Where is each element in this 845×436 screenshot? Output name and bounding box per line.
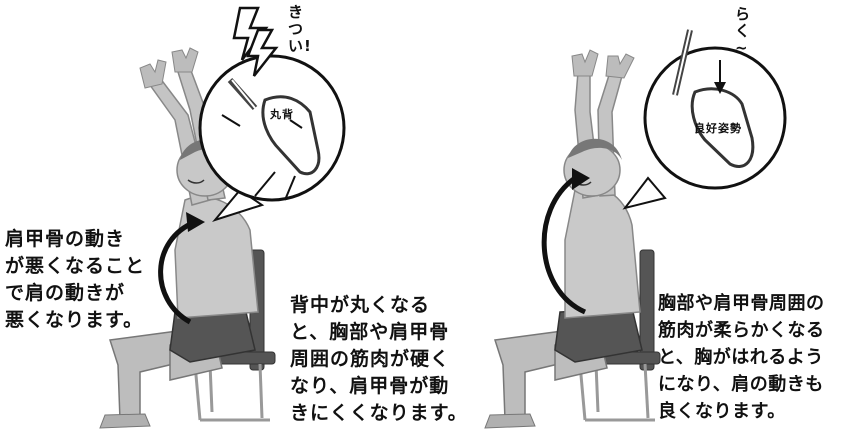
right-figure	[484, 29, 787, 429]
right-description-text: 胸部や肩甲骨周囲の 筋肉が柔らかくなる と、胸がはれるよう になり、肩の動きも …	[658, 293, 825, 422]
right-bubble	[622, 29, 787, 210]
left-rotation-arrow	[158, 219, 196, 325]
left-scapula-rounded	[261, 95, 321, 176]
left-callout-text: 肩甲骨の動き が悪くなること で肩の動きが 悪くなります。	[5, 228, 146, 331]
left-feet	[99, 413, 151, 429]
right-hands	[571, 49, 635, 79]
right-exclamation: らく~	[735, 5, 752, 57]
left-bubble	[198, 6, 346, 222]
right-bubble-label: 良好姿勢	[694, 122, 742, 135]
right-scapula-good	[690, 87, 755, 168]
left-description-text: 背中が丸くなる と、胸部や肩甲骨 周囲の筋肉が硬く なり、肩甲骨が動 きにくくな…	[290, 294, 468, 424]
left-bubble-label: 丸背	[270, 108, 294, 121]
right-rotation-arrow	[541, 175, 587, 315]
left-exclamation: きつい!	[288, 3, 312, 55]
right-hair	[568, 138, 622, 160]
left-figure	[99, 6, 346, 429]
right-feet	[484, 413, 536, 429]
left-hands	[139, 47, 199, 89]
